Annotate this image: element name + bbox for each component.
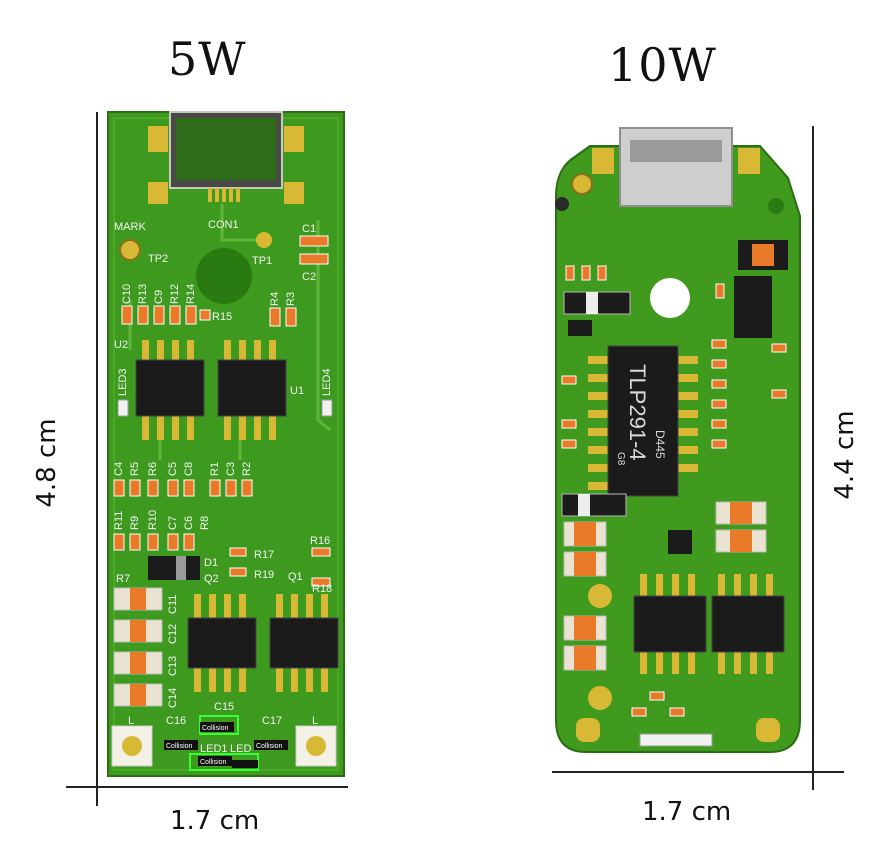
- silk-label: LED: [230, 743, 251, 755]
- silk-label: LED1: [200, 743, 228, 755]
- silk-label: U1: [290, 385, 304, 397]
- silk-label: R8: [199, 516, 211, 530]
- board-10w: [555, 127, 801, 753]
- board-10w-height-line: [812, 126, 814, 790]
- chip-label: TLP291-4: [625, 364, 650, 461]
- silk-label: R12: [169, 284, 181, 304]
- silk-label: R5: [129, 462, 141, 476]
- chip-label: D445: [653, 430, 667, 459]
- silk-label: LED3: [117, 368, 129, 396]
- silk-label: R11: [113, 511, 125, 530]
- silk-label: TP1: [252, 255, 272, 267]
- silk-label: D1: [204, 557, 218, 569]
- chip-label: G8: [615, 452, 626, 466]
- silk-label: R14: [185, 284, 197, 304]
- silk-label: C9: [153, 290, 165, 304]
- silk-label: R15: [212, 311, 232, 323]
- silk-label: C12: [167, 624, 179, 644]
- silk-label: TP2: [148, 253, 168, 265]
- silk-label: R4: [269, 292, 281, 306]
- silk-label: R9: [129, 516, 141, 530]
- silk-label: CON1: [208, 219, 239, 231]
- silk-label: C5: [167, 462, 179, 476]
- silk-label: C6: [183, 516, 195, 530]
- board-10w-width-label: 1.7 cm: [642, 797, 732, 827]
- silk-label: L: [128, 715, 134, 727]
- silk-label: C8: [183, 462, 195, 476]
- silk-label: R18: [312, 583, 332, 595]
- silk-label: C17: [262, 715, 282, 727]
- silk-label: C7: [167, 516, 179, 530]
- board-10w-chip-text: TLP291-4 D445 G8: [615, 364, 667, 466]
- board-5w-width-label: 1.7 cm: [170, 806, 260, 836]
- board-10w-title: 10W: [608, 38, 717, 92]
- silk-label: LED4: [321, 368, 333, 396]
- silk-label: C3: [225, 462, 237, 476]
- collision-label: Collision: [256, 743, 283, 750]
- collision-label: Collision: [202, 725, 229, 732]
- silk-label: Q1: [288, 571, 303, 583]
- silk-label: C10: [121, 284, 133, 304]
- silk-label: C1: [302, 223, 316, 235]
- silk-label: R7: [116, 573, 130, 585]
- silk-label: C4: [113, 462, 125, 476]
- board-5w-width-line: [66, 786, 348, 788]
- board-5w-height-line: [96, 112, 98, 806]
- silk-label: R1: [209, 462, 221, 476]
- silk-label: C11: [167, 595, 179, 614]
- board-5w-silkscreen: MARK CON1 TP2 TP1 C1 C2 C10 R13 C9 R12 R…: [113, 219, 333, 755]
- board-10w-width-line: [552, 771, 844, 773]
- board-5w: [107, 111, 345, 777]
- silk-label: R2: [241, 462, 253, 476]
- silk-label: C13: [167, 656, 179, 676]
- silk-label: R3: [285, 292, 297, 306]
- silk-label: L: [312, 715, 318, 727]
- silk-label: C14: [167, 688, 179, 708]
- collision-labels: Collision Collision Collision Collision: [166, 725, 283, 766]
- silk-label: C2: [302, 271, 316, 283]
- collision-label: Collision: [166, 743, 193, 750]
- silk-label: U2: [114, 339, 128, 351]
- silk-label: C16: [166, 715, 186, 727]
- silk-label: C15: [214, 701, 234, 713]
- silk-label: R19: [254, 569, 274, 581]
- silk-label: Q2: [204, 573, 219, 585]
- silk-label: R16: [310, 535, 330, 547]
- silk-label: R17: [254, 549, 274, 561]
- silk-label: R6: [147, 462, 159, 476]
- collision-label: Collision: [200, 759, 227, 766]
- silk-label: R10: [147, 510, 159, 530]
- silk-label: MARK: [114, 221, 146, 233]
- silk-label: R13: [137, 284, 149, 304]
- board-5w-title: 5W: [168, 32, 247, 86]
